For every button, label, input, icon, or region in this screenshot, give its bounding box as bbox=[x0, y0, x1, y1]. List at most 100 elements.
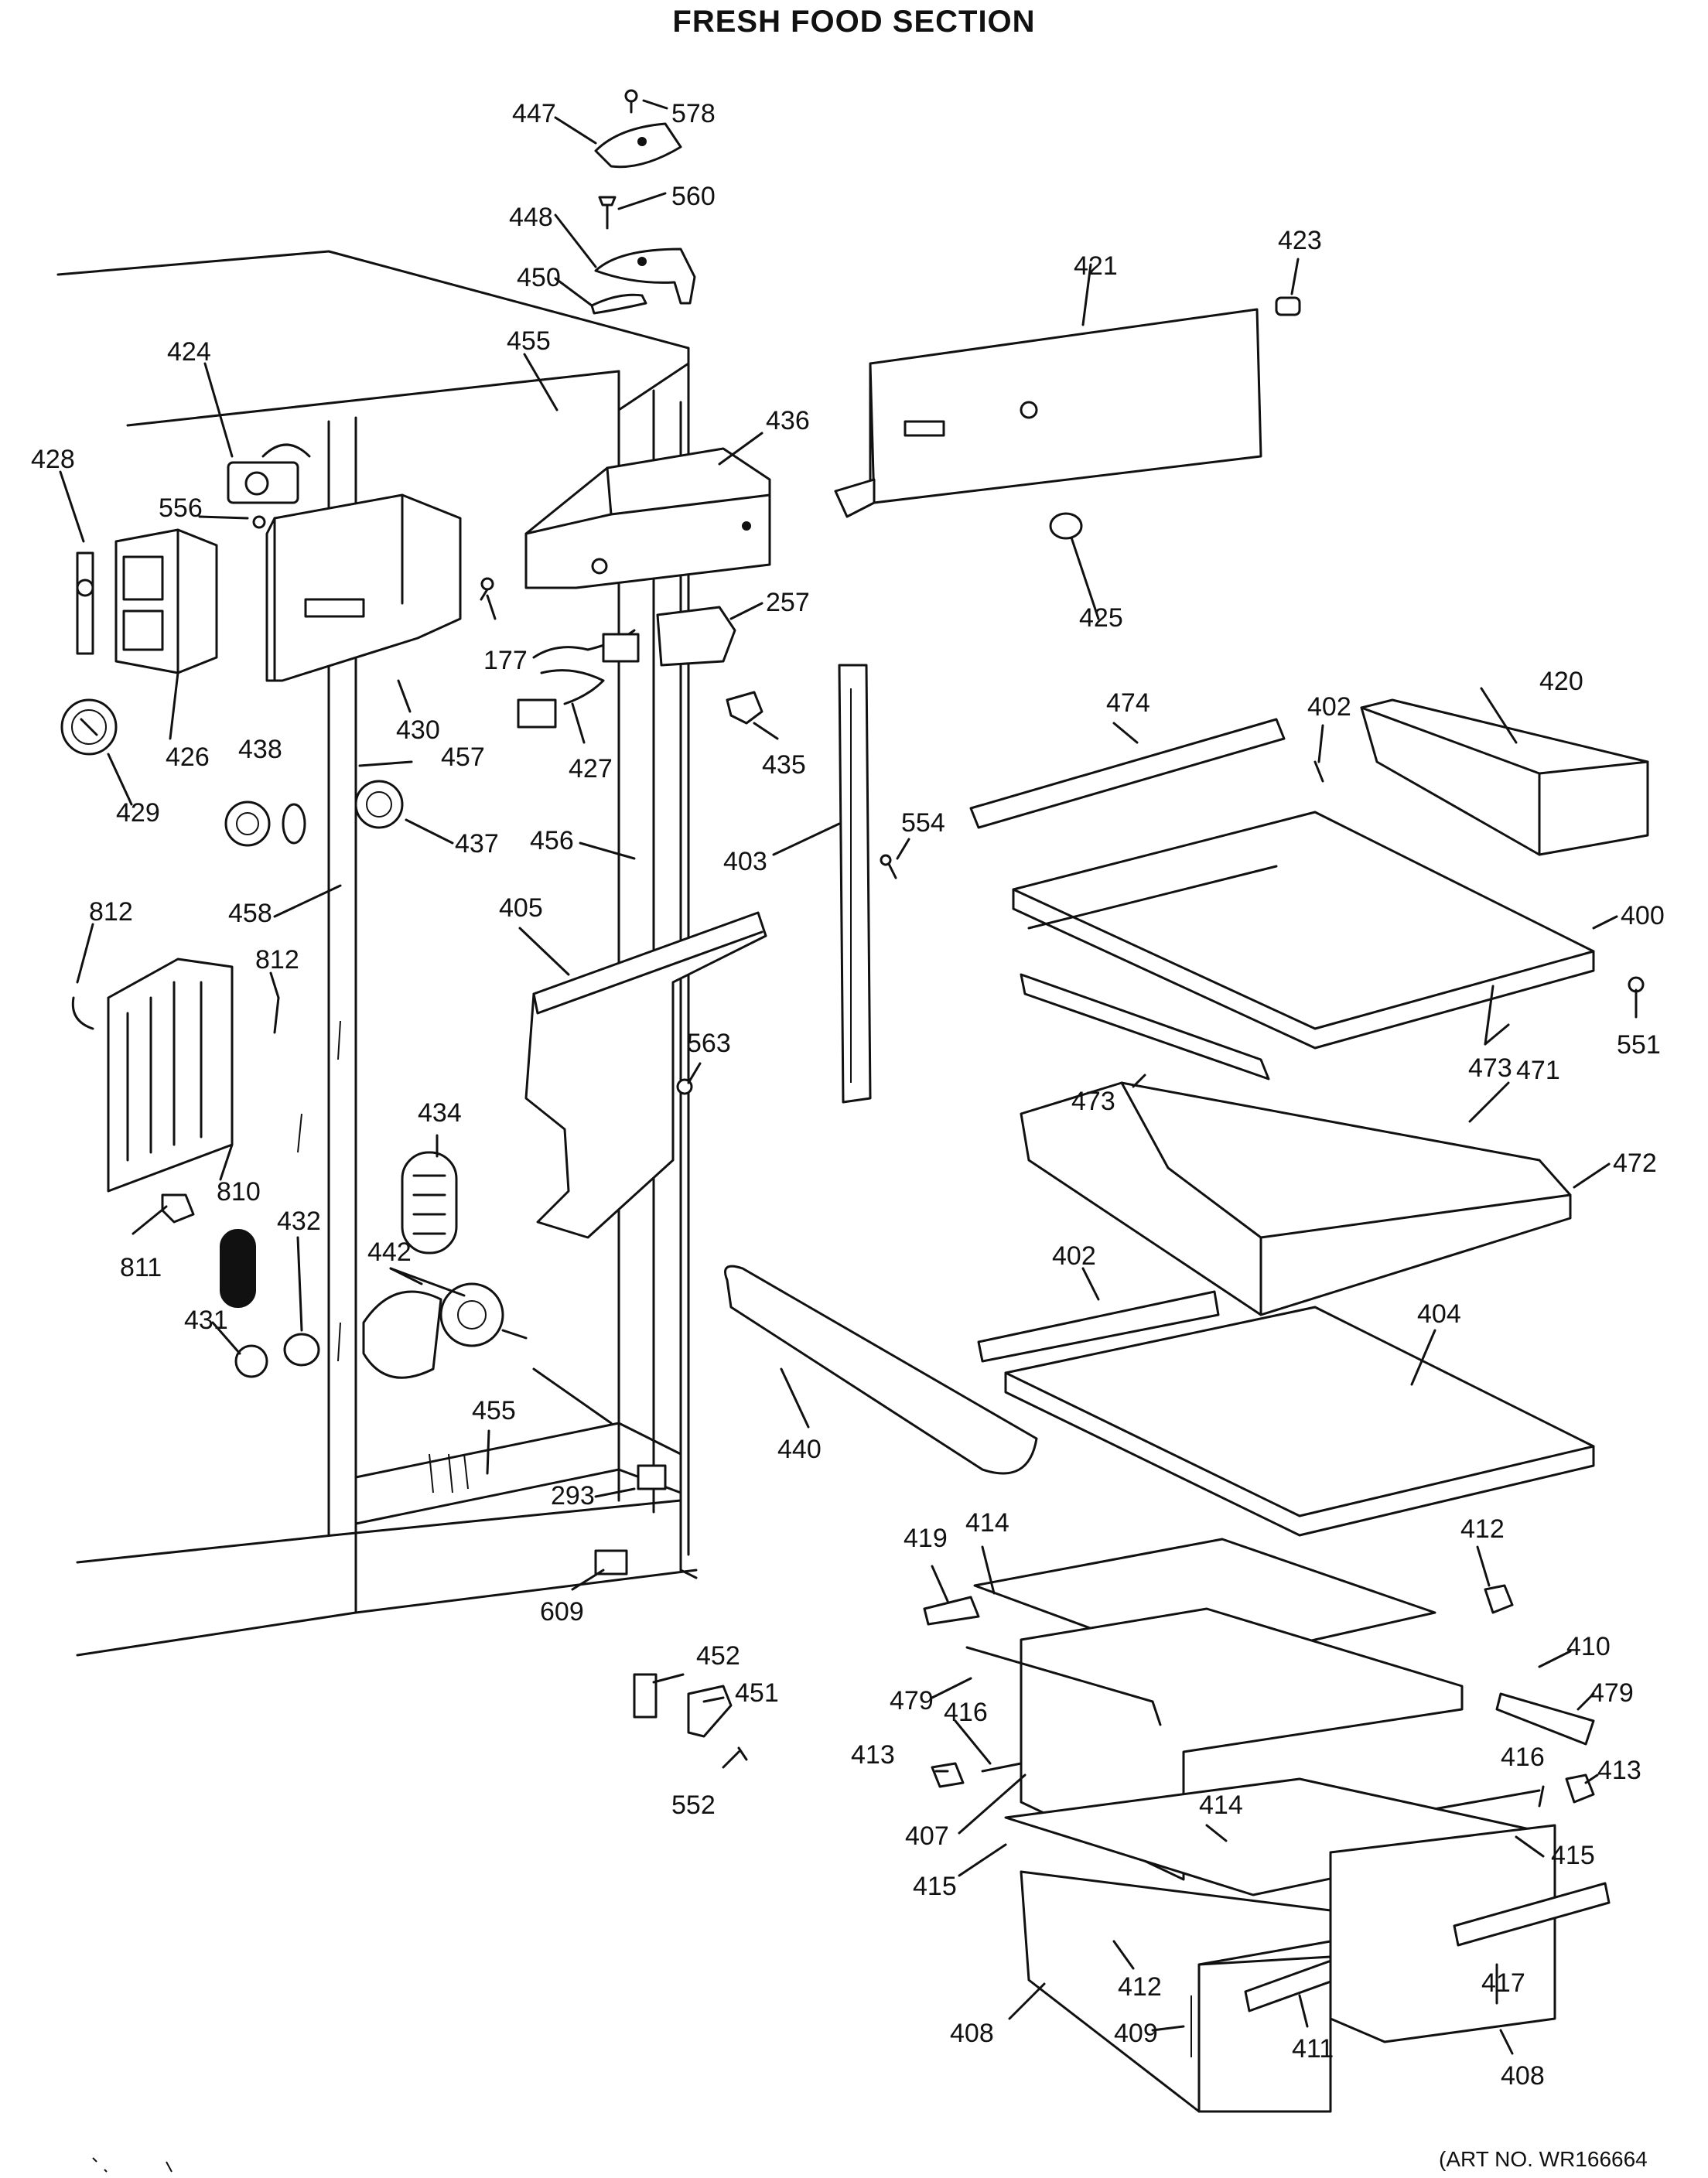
page-title: FRESH FOOD SECTION bbox=[672, 5, 1036, 39]
shelf-ladder-403 bbox=[838, 664, 872, 1104]
shelf-trim-402b bbox=[977, 1290, 1220, 1363]
label-424: 424 bbox=[167, 337, 211, 367]
art-number: (ART NO. WR166664 bbox=[1439, 2147, 1648, 2171]
label-442: 442 bbox=[367, 1238, 412, 1267]
hinge-451 bbox=[687, 1685, 733, 1738]
label-427: 427 bbox=[569, 754, 613, 783]
clip-412 bbox=[1484, 1584, 1514, 1614]
label-425: 425 bbox=[1079, 603, 1123, 633]
label-473-left: 473 bbox=[1071, 1087, 1115, 1116]
label-432: 432 bbox=[277, 1207, 321, 1236]
screw-578 bbox=[624, 89, 638, 114]
evap-cover-426 bbox=[114, 528, 218, 674]
label-415-right: 415 bbox=[1551, 1841, 1595, 1870]
label-411: 411 bbox=[1292, 2034, 1334, 2064]
label-293: 293 bbox=[551, 1481, 595, 1511]
thermostat-bracket-428 bbox=[76, 551, 94, 655]
label-452: 452 bbox=[696, 1641, 740, 1671]
label-404: 404 bbox=[1417, 1299, 1461, 1329]
label-400: 400 bbox=[1621, 901, 1665, 930]
label-455-bottom: 455 bbox=[472, 1396, 516, 1425]
label-409: 409 bbox=[1114, 2019, 1158, 2048]
label-413-right: 413 bbox=[1597, 1756, 1641, 1785]
label-417: 417 bbox=[1481, 1968, 1525, 1998]
thermostat-442 bbox=[362, 1282, 528, 1379]
hinge-cover-447 bbox=[594, 122, 682, 169]
shelf-trim-440 bbox=[724, 1265, 1038, 1475]
label-415-left: 415 bbox=[913, 1872, 957, 1901]
screw-177 bbox=[480, 577, 494, 601]
label-451: 451 bbox=[735, 1678, 779, 1708]
label-438: 438 bbox=[238, 735, 282, 764]
label-472: 472 bbox=[1613, 1149, 1657, 1178]
label-407: 407 bbox=[905, 1821, 949, 1851]
label-810: 810 bbox=[217, 1177, 261, 1207]
label-408-right: 408 bbox=[1501, 2061, 1545, 2091]
control-housing-430 bbox=[265, 493, 462, 682]
label-812-left: 812 bbox=[89, 897, 133, 927]
label-420: 420 bbox=[1539, 667, 1583, 696]
label-435: 435 bbox=[762, 750, 806, 780]
clip-811 bbox=[161, 1193, 195, 1224]
label-405: 405 bbox=[499, 893, 543, 923]
label-456: 456 bbox=[530, 826, 574, 855]
wiring-harness-427 bbox=[517, 629, 640, 729]
fan-motor-424 bbox=[227, 443, 311, 504]
screw-552 bbox=[737, 1746, 748, 1761]
screw-812 bbox=[273, 996, 280, 1034]
label-414-bottom: 414 bbox=[1199, 1791, 1243, 1820]
drawer-handle-417 bbox=[1453, 1882, 1611, 1947]
screw-554 bbox=[880, 854, 897, 879]
label-450: 450 bbox=[517, 263, 561, 292]
label-419: 419 bbox=[904, 1524, 948, 1553]
label-403: 403 bbox=[723, 847, 767, 876]
label-416-right: 416 bbox=[1501, 1743, 1545, 1772]
grommet-432 bbox=[220, 1229, 256, 1308]
cabinet-liner bbox=[56, 250, 698, 1657]
label-257: 257 bbox=[766, 588, 810, 617]
label-811: 811 bbox=[120, 1253, 162, 1282]
label-402-mid: 402 bbox=[1052, 1241, 1096, 1271]
shelf-404 bbox=[1004, 1306, 1595, 1537]
control-knob-429 bbox=[60, 698, 118, 756]
timer-257 bbox=[656, 606, 736, 667]
light-socket-423 bbox=[1275, 296, 1301, 316]
label-479-left: 479 bbox=[890, 1686, 934, 1715]
label-473-right: 473 bbox=[1468, 1053, 1512, 1083]
label-402-top: 402 bbox=[1307, 692, 1351, 722]
shelf-400 bbox=[1012, 811, 1595, 1050]
label-560: 560 bbox=[671, 182, 716, 211]
label-474: 474 bbox=[1106, 688, 1150, 718]
light-socket-438 bbox=[224, 801, 306, 847]
label-447: 447 bbox=[512, 99, 556, 128]
clip-435 bbox=[726, 691, 763, 725]
clip-609 bbox=[594, 1549, 628, 1575]
shim-450 bbox=[590, 293, 647, 315]
label-551: 551 bbox=[1617, 1030, 1661, 1060]
label-556: 556 bbox=[159, 493, 203, 523]
air-duct-436 bbox=[524, 447, 771, 589]
label-429: 429 bbox=[116, 798, 160, 828]
label-563: 563 bbox=[687, 1029, 731, 1058]
part-labels: 447 578 448 560 450 455 424 428 556 426 … bbox=[31, 99, 1665, 2091]
label-440: 440 bbox=[777, 1435, 822, 1464]
label-448: 448 bbox=[509, 203, 553, 232]
shelf-frame-473 bbox=[1020, 973, 1270, 1080]
screw-556 bbox=[252, 515, 266, 529]
label-457: 457 bbox=[441, 742, 485, 772]
hinge-screw-560 bbox=[598, 196, 617, 230]
label-578: 578 bbox=[671, 99, 716, 128]
heater-810 bbox=[71, 958, 234, 1193]
plate-452 bbox=[633, 1673, 658, 1719]
label-434: 434 bbox=[418, 1098, 462, 1128]
clip-293 bbox=[637, 1464, 667, 1490]
control-panel-421 bbox=[834, 308, 1262, 518]
bushing-432b bbox=[283, 1333, 320, 1367]
label-609: 609 bbox=[540, 1597, 584, 1627]
label-408-left: 408 bbox=[950, 2019, 994, 2048]
label-416-left: 416 bbox=[944, 1698, 988, 1727]
light-bulb-437 bbox=[354, 780, 404, 829]
label-412-bottom: 412 bbox=[1118, 1972, 1162, 2002]
label-812-right: 812 bbox=[255, 945, 299, 975]
